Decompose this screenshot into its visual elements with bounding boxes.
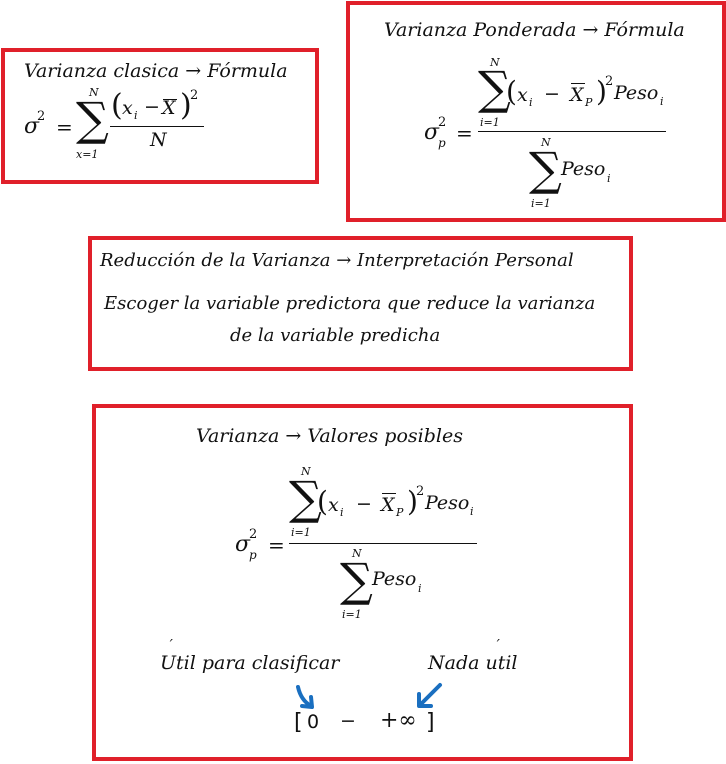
left-paren: ( [317,485,328,518]
interpretation-line-2: de la variable predicha [230,325,441,346]
sigma-subscript: p [249,548,257,562]
numerator-peso: Peso [614,82,659,104]
numerator-minus: − [356,493,372,515]
numerator-x-sub: i [340,506,344,519]
accent-mark-right: ´ [494,638,501,654]
fraction-bar [110,126,204,127]
numerator-mean-sub: P [396,506,404,519]
numerator-peso-sub: i [660,95,664,108]
numerator-mean: X [570,84,584,106]
mean-overbar [163,99,177,100]
numerator-x: x [328,494,339,516]
numerator-mean: X [381,494,395,516]
sigma-symbol: σ [24,114,40,139]
summation-icon: ∑ [289,471,322,525]
arrow-down-left-icon [417,683,442,708]
sum-upper-limit: N [89,86,99,99]
classic-variance-title: Varianza clasica → Fórmula [24,60,288,82]
possible-values-box [92,404,633,761]
equals-sign: = [456,121,473,145]
left-paren: ( [111,88,123,123]
sum-lower-limit: i=1 [291,526,311,539]
denominator-peso-sub: i [607,172,611,185]
arrow-down-right-icon [296,685,314,709]
numerator-exponent: 2 [605,74,614,89]
denominator-peso: Peso [372,568,417,590]
sigma-exponent: 2 [438,115,447,130]
den-summation-icon: ∑ [340,553,373,607]
sum-upper-limit: N [301,465,311,478]
numerator-exponent: 2 [190,88,199,103]
sum-upper-limit: N [490,56,500,69]
variance-reduction-box [88,236,633,371]
range-close-bracket: ] [426,710,435,735]
numerator-peso-sub: i [470,505,474,518]
sigma-exponent: 2 [249,527,258,542]
numerator-minus: − [544,83,560,105]
useful-label: Util para clasificar [160,652,340,674]
denominator-peso-sub: i [418,582,422,595]
summation-icon: ∑ [478,61,511,115]
den-lower-limit: i=1 [342,608,362,621]
range-zero: 0 [307,711,320,733]
interpretation-line-1: Escoger la variable predictora que reduc… [104,293,596,314]
right-paren: ) [407,485,418,518]
sigma-symbol: σ [235,532,251,557]
right-paren: ) [596,75,607,108]
mean-overbar [571,83,585,84]
range-dash: − [340,710,356,732]
den-summation-icon: ∑ [529,142,562,196]
fraction-bar [289,543,477,544]
mean-overbar [382,493,396,494]
classic-variance-box [1,48,319,184]
right-paren: ) [180,88,192,123]
left-paren: ( [506,75,517,108]
numerator-minus: − [144,96,160,118]
numerator-mean-sub: P [585,96,593,109]
summation-icon: ∑ [76,92,109,146]
sum-lower-limit: x=1 [76,148,99,161]
sigma-subscript: p [438,136,446,150]
numerator-x-sub: i [134,109,138,122]
sigma-symbol: σ [424,120,440,145]
range-infinity: +∞ [380,708,417,733]
den-upper-limit: N [352,547,362,560]
numerator-exponent: 2 [416,484,425,499]
not-useful-label: Nada util [428,652,518,674]
fraction-bar [478,131,666,132]
den-lower-limit: i=1 [531,197,551,210]
numerator-x-sub: i [529,96,533,109]
den-upper-limit: N [541,136,551,149]
equals-sign: = [268,533,285,557]
sigma-exponent: 2 [37,109,46,124]
sum-lower-limit: i=1 [480,116,500,129]
numerator-mean: X [162,97,176,119]
weighted-variance-box [346,1,726,222]
denominator-peso: Peso [561,158,606,180]
numerator-x: x [122,97,133,119]
accent-mark-left: ´ [167,638,174,654]
denominator-n: N [150,129,167,151]
numerator-x: x [517,84,528,106]
range-open-bracket: [ [294,710,303,735]
possible-values-title: Varianza → Valores posibles [196,425,463,447]
variance-reduction-title: Reducción de la Varianza → Interpretació… [100,250,574,271]
numerator-peso: Peso [425,492,470,514]
weighted-variance-title: Varianza Ponderada → Fórmula [384,19,685,41]
equals-sign: = [56,115,73,139]
